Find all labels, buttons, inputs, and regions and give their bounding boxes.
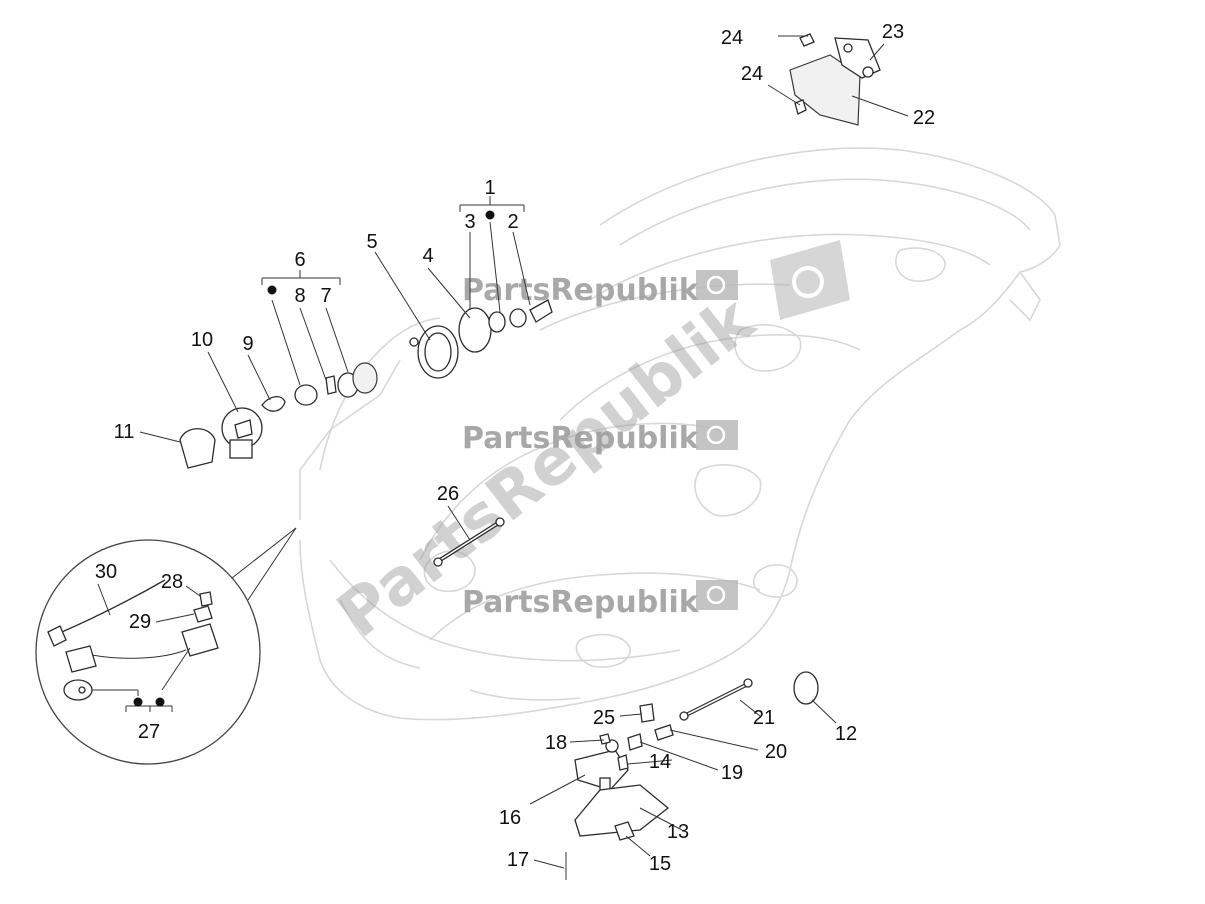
callout-5[interactable]: 5	[366, 231, 377, 253]
callout-1[interactable]: 1	[484, 177, 495, 199]
callout-13[interactable]: 13	[667, 821, 689, 843]
callout-labels: 1 2 3 4 5 6 7 8 9 10 11 12 13 14 15 16 1…	[95, 21, 935, 875]
part-release-cable	[679, 678, 753, 721]
part-screw-medium	[617, 754, 629, 771]
part-seat-hinge	[789, 33, 881, 126]
leader-lines	[92, 35, 909, 869]
gear-flag-icon-large	[770, 240, 850, 320]
callout-26[interactable]: 26	[437, 483, 459, 505]
callout-2[interactable]: 2	[507, 211, 518, 233]
watermark-middle: PartsRepublik	[462, 421, 700, 456]
callout-7[interactable]: 7	[320, 285, 331, 307]
callout-18[interactable]: 18	[545, 732, 567, 754]
callout-24-lower[interactable]: 24	[741, 63, 763, 85]
bullet-dots	[133, 210, 495, 707]
callout-20[interactable]: 20	[765, 741, 787, 763]
callout-14[interactable]: 14	[649, 751, 671, 773]
part-spring-clip	[261, 396, 286, 412]
part-ignition-switch	[221, 407, 263, 459]
watermark-top: PartsRepublik	[462, 273, 700, 308]
part-small-plate	[614, 821, 635, 841]
part-switch-cover	[179, 428, 216, 469]
callout-15[interactable]: 15	[649, 853, 671, 875]
part-clamp-ring	[793, 671, 819, 705]
callout-10[interactable]: 10	[191, 329, 213, 351]
callout-27[interactable]: 27	[138, 721, 160, 743]
callout-25[interactable]: 25	[593, 707, 615, 729]
part-cable-rod	[433, 517, 505, 567]
callout-29[interactable]: 29	[129, 611, 151, 633]
callout-22[interactable]: 22	[913, 107, 935, 129]
part-cable-fittings	[627, 724, 674, 751]
part-screw-small	[599, 733, 611, 745]
callout-4[interactable]: 4	[422, 245, 433, 267]
part-seat-lock-actuator	[574, 739, 629, 793]
detail-inset	[35, 527, 297, 765]
callout-23[interactable]: 23	[882, 21, 904, 43]
part-lock-bracket	[574, 784, 670, 837]
callout-24-top[interactable]: 24	[721, 27, 743, 49]
callout-6[interactable]: 6	[294, 249, 305, 271]
callout-11[interactable]: 11	[114, 421, 135, 443]
watermark-layer: PartsRepublik PartsRepublik PartsRepubli…	[324, 240, 850, 653]
callout-19[interactable]: 19	[721, 762, 743, 784]
callout-21[interactable]: 21	[753, 707, 775, 729]
callout-12[interactable]: 12	[835, 723, 857, 745]
callout-16[interactable]: 16	[499, 807, 521, 829]
watermark-bottom: PartsRepublik	[462, 585, 700, 620]
part-small-lock-parts	[294, 362, 378, 406]
part-lock-ring	[409, 325, 459, 379]
callout-9[interactable]: 9	[242, 333, 253, 355]
callout-30[interactable]: 30	[95, 561, 117, 583]
gear-flag-icon	[696, 270, 738, 610]
part-cable-clip	[639, 703, 655, 723]
callout-17[interactable]: 17	[507, 849, 529, 871]
callout-8[interactable]: 8	[294, 285, 305, 307]
callout-3[interactable]: 3	[464, 211, 475, 233]
part-lock-cylinder	[458, 299, 553, 353]
callout-28[interactable]: 28	[161, 571, 183, 593]
